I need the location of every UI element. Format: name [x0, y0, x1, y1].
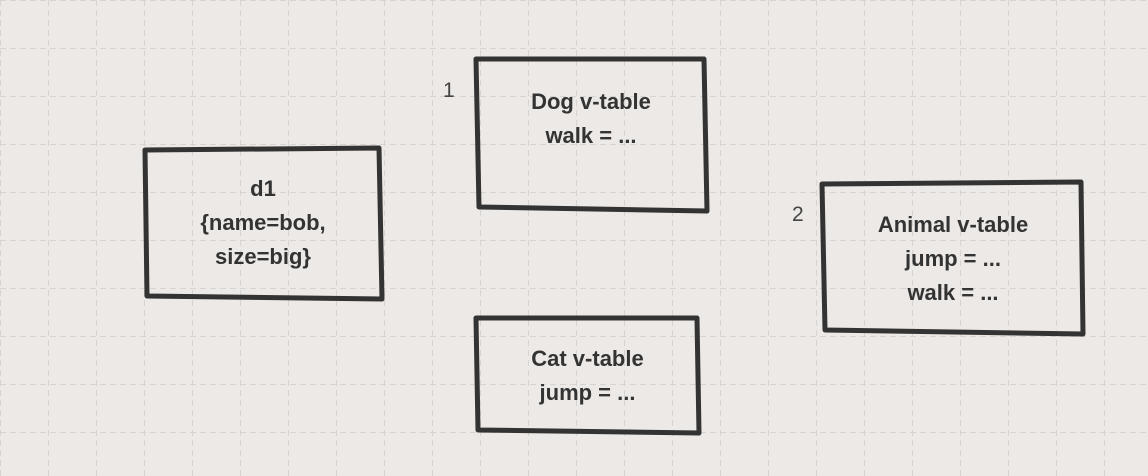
d1-field-size: size=big}: [215, 244, 311, 269]
animal-vtable-walk: walk = ...: [907, 280, 999, 305]
cat-vtable-title: Cat v-table: [531, 346, 644, 371]
dog-vtable-title: Dog v-table: [531, 89, 651, 114]
animal-vtable-node-text: Animal v-table jump = ... walk = ...: [824, 208, 1082, 310]
animal-vtable-box[interactable]: [819, 179, 1086, 337]
d1-node-text: d1 {name=bob, size=big}: [147, 172, 379, 274]
cat-vtable-box[interactable]: [473, 315, 702, 436]
label-1: 1: [443, 79, 455, 102]
animal-vtable-title: Animal v-table: [877, 212, 1029, 237]
d1-title: d1: [250, 176, 276, 201]
dog-vtable-node-text: Dog v-table walk = ...: [478, 85, 704, 153]
dog-vtable-walk: walk = ...: [545, 123, 637, 148]
d1-field-name: {name=bob,: [200, 210, 326, 235]
animal-vtable-jump: jump = ...: [905, 246, 1001, 271]
d1-box[interactable]: [142, 145, 385, 302]
dog-vtable-box[interactable]: [473, 56, 710, 214]
cat-vtable-node-text: Cat v-table jump = ...: [478, 342, 697, 410]
label-2: 2: [792, 203, 804, 226]
cat-vtable-jump: jump = ...: [539, 380, 636, 405]
